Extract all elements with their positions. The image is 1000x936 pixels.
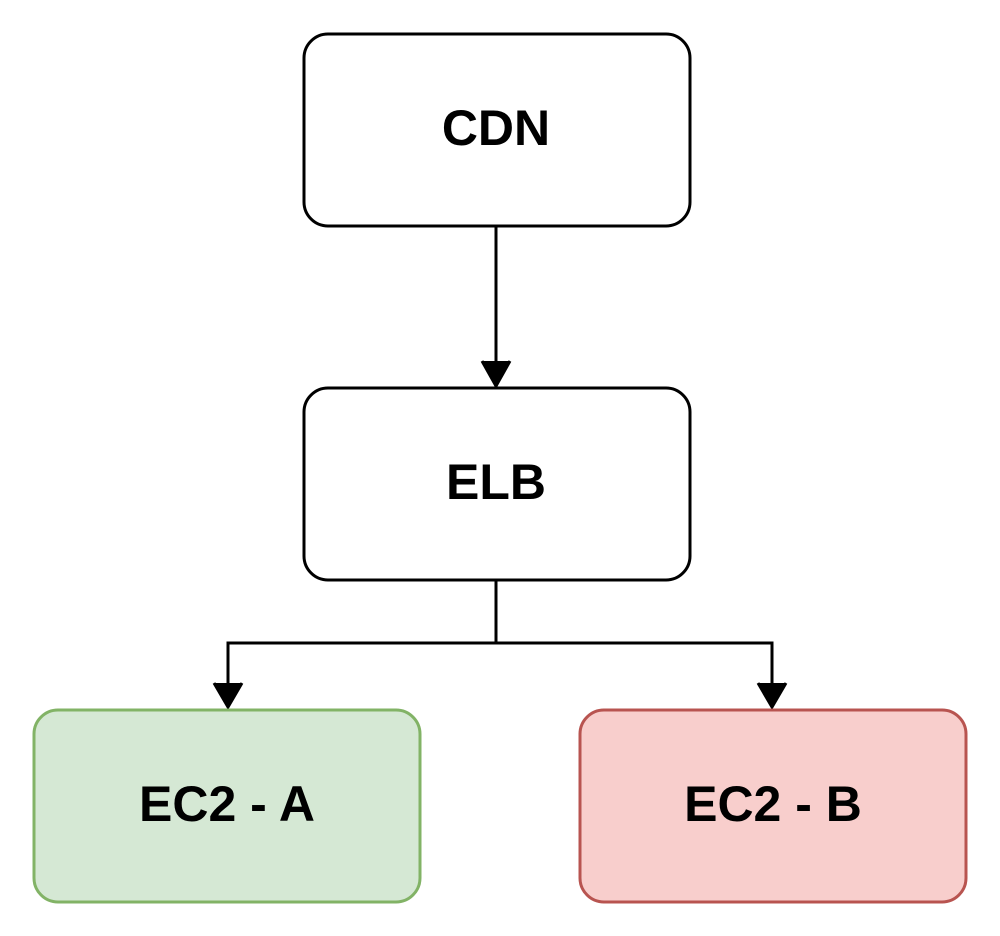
node-ec2-b-label: EC2 - B [684,776,862,832]
node-cdn: CDN [302,32,692,228]
node-ec2-a-box [32,708,422,904]
node-ec2-a: EC2 - A [32,708,422,904]
arrowheads [212,360,788,710]
node-ec2-b: EC2 - B [578,708,968,904]
node-elb-box [302,386,692,582]
arrowhead-ec2-b [756,682,788,710]
node-cdn-box [302,32,692,228]
node-ec2-b-box [578,708,968,904]
node-ec2-a-label: EC2 - A [139,776,315,832]
edge-elb-to-ec2-b [496,641,774,684]
edge-elb-to-ec2-a [226,580,498,684]
arrowhead-ec2-a [212,682,244,710]
node-elb-label: ELB [446,454,546,510]
edges [226,226,774,684]
arrowhead-elb [480,360,512,390]
node-cdn-label: CDN [442,100,550,156]
node-elb: ELB [302,386,692,582]
